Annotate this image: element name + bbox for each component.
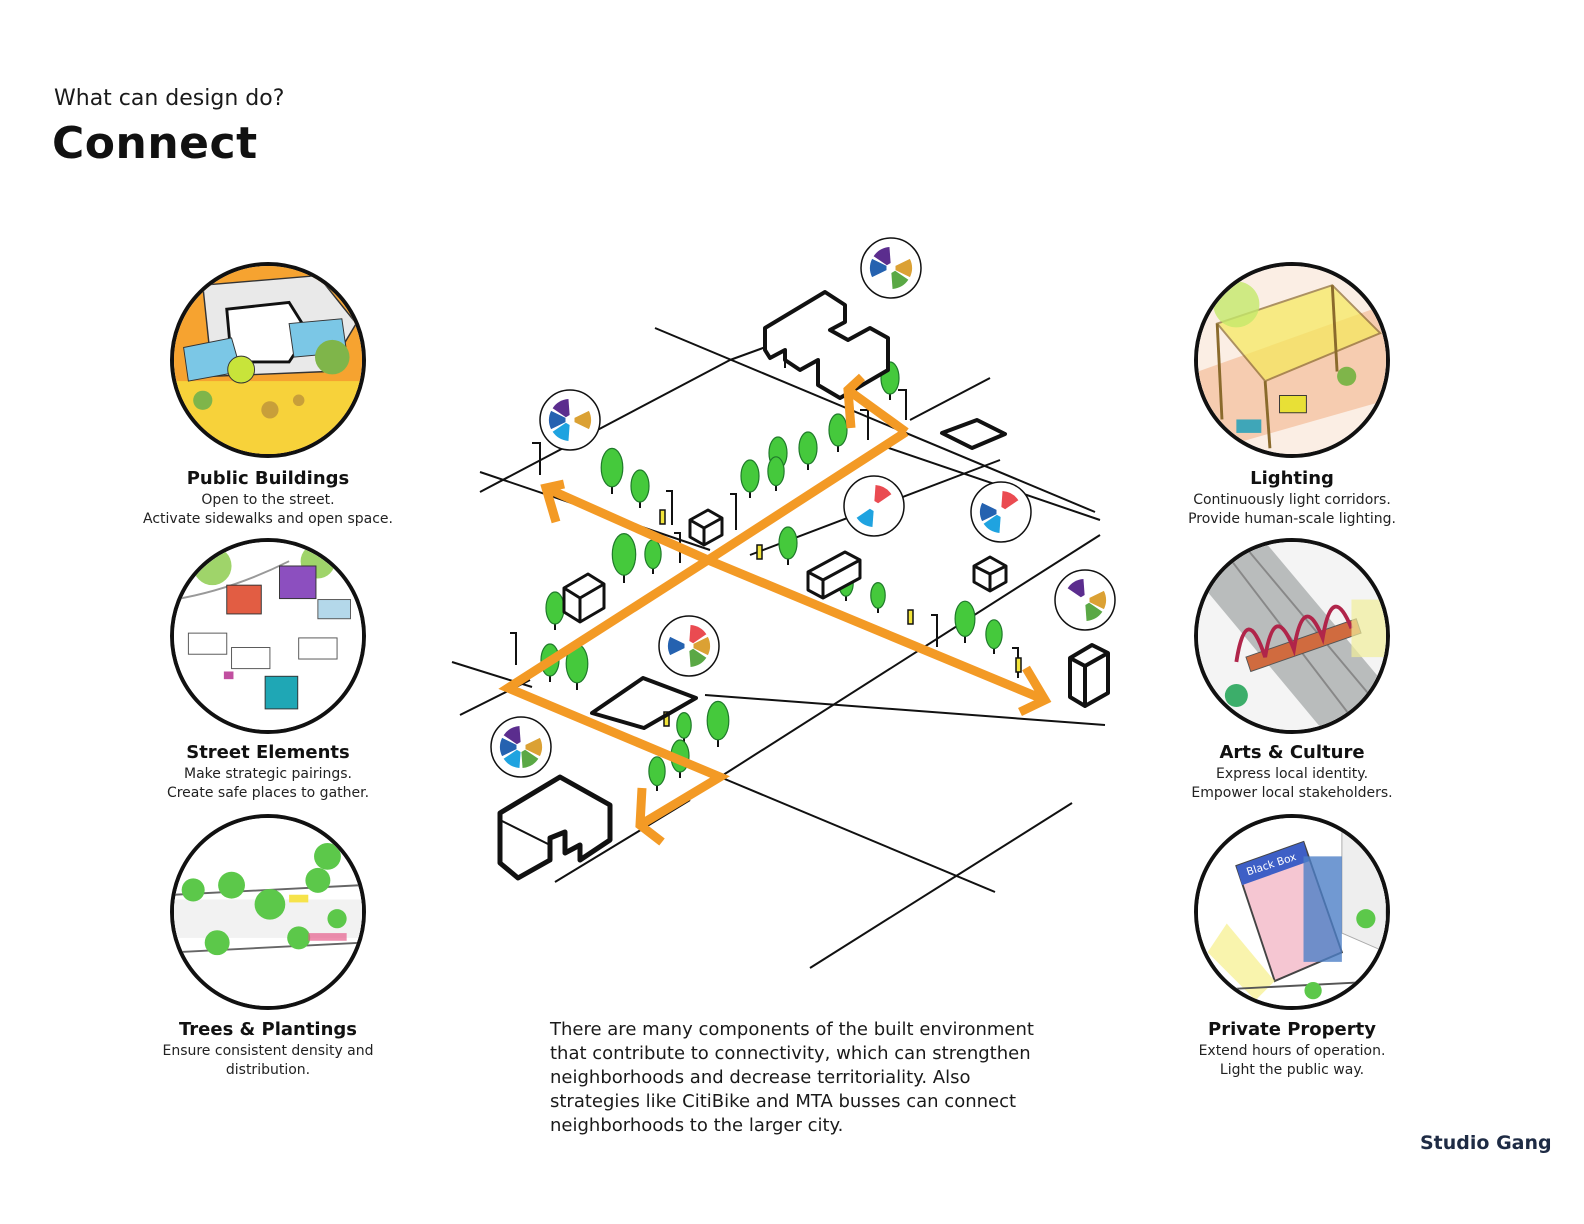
strategy-line: Empower local stakeholders. (1191, 785, 1393, 801)
tree-icon (648, 756, 666, 791)
tree-icon (644, 539, 662, 574)
tree-icon (676, 712, 692, 743)
tree-icon (954, 600, 976, 643)
color-wheel-icon (1054, 569, 1116, 631)
strategy-title: Trees & Plantings (178, 1019, 358, 1040)
strategy-line: Make strategic pairings. (184, 766, 352, 782)
tree-icon (767, 456, 785, 491)
connectivity-axonometric-diagram (451, 237, 1116, 969)
page-title: Connect (52, 118, 258, 169)
color-wheel-group (490, 237, 1116, 778)
connectivity-path (498, 373, 1052, 846)
color-wheel-icon (658, 615, 720, 677)
trees-plantings-caption: Trees & Plantings Ensure consistent dens… (118, 1019, 418, 1080)
strategy-line: Provide human-scale lighting. (1188, 511, 1396, 527)
public-buildings-caption: Public Buildings Open to the street. Act… (118, 468, 418, 529)
tree-icon (611, 533, 637, 583)
strategy-title: Public Buildings (186, 468, 350, 489)
strategy-title: Arts & Culture (1219, 742, 1365, 763)
strategy-title: Lighting (1250, 468, 1334, 489)
arts-culture-caption: Arts & Culture Express local identity. E… (1142, 742, 1442, 803)
strategy-line: distribution. (225, 1062, 311, 1078)
strategy-title: Street Elements (186, 742, 350, 763)
strategy-line: Open to the street. (201, 492, 335, 508)
strategy-line: Express local identity. (1215, 766, 1369, 782)
tree-icon (870, 582, 886, 613)
brand-logo-text: Studio Gang (1420, 1132, 1552, 1154)
buildings (497, 290, 1110, 881)
page-kicker: What can design do? (54, 86, 285, 111)
color-wheel-icon (490, 716, 552, 778)
tree-icon (630, 469, 650, 508)
private-property-caption: Private Property Extend hours of operati… (1142, 1019, 1442, 1080)
tree-icon (798, 431, 818, 470)
strategy-line: Ensure consistent density and (162, 1043, 374, 1059)
color-wheel-icon (843, 475, 905, 537)
tree-icon (600, 447, 624, 494)
strategy-line: Activate sidewalks and open space. (143, 511, 393, 527)
strategy-line: Light the public way. (1219, 1062, 1365, 1078)
lighting-sketch (1194, 262, 1390, 458)
small-cube (972, 555, 1008, 593)
tree-icon (706, 700, 730, 747)
color-wheel-icon (970, 481, 1032, 543)
strategy-line: Continuously light corridors. (1193, 492, 1391, 508)
tree-icon (985, 619, 1003, 654)
arts-culture-sketch (1194, 538, 1390, 734)
lighting-caption: Lighting Continuously light corridors. P… (1142, 468, 1442, 529)
bollard-group (659, 509, 1022, 727)
street-elements-sketch (170, 538, 366, 734)
color-wheel-icon (539, 389, 601, 451)
street-elements-caption: Street Elements Make strategic pairings.… (118, 742, 418, 803)
body-paragraph: There are many components of the built e… (550, 1019, 1034, 1136)
tower-building (1068, 643, 1110, 708)
tree-icon (740, 459, 760, 498)
trees-plantings-sketch (170, 814, 366, 1010)
h-shaped-civic-building (763, 290, 890, 400)
tree-group (540, 361, 1003, 791)
kiosk-bar (806, 550, 862, 600)
school-building (497, 774, 613, 881)
small-cube (562, 572, 606, 624)
strategy-line: Extend hours of operation. (1198, 1043, 1386, 1059)
tree-icon (545, 591, 565, 630)
tree-icon (828, 413, 848, 452)
strategy-line: Create safe places to gather. (166, 785, 370, 801)
tree-icon (778, 526, 798, 565)
private-property-sketch: Black Box (1194, 814, 1390, 1010)
strategy-title: Private Property (1208, 1019, 1376, 1040)
color-wheel-icon (860, 237, 922, 299)
small-cube (688, 508, 724, 547)
plaza-outline (940, 418, 1007, 450)
public-buildings-sketch (170, 262, 366, 458)
plaza-outline (590, 676, 698, 730)
